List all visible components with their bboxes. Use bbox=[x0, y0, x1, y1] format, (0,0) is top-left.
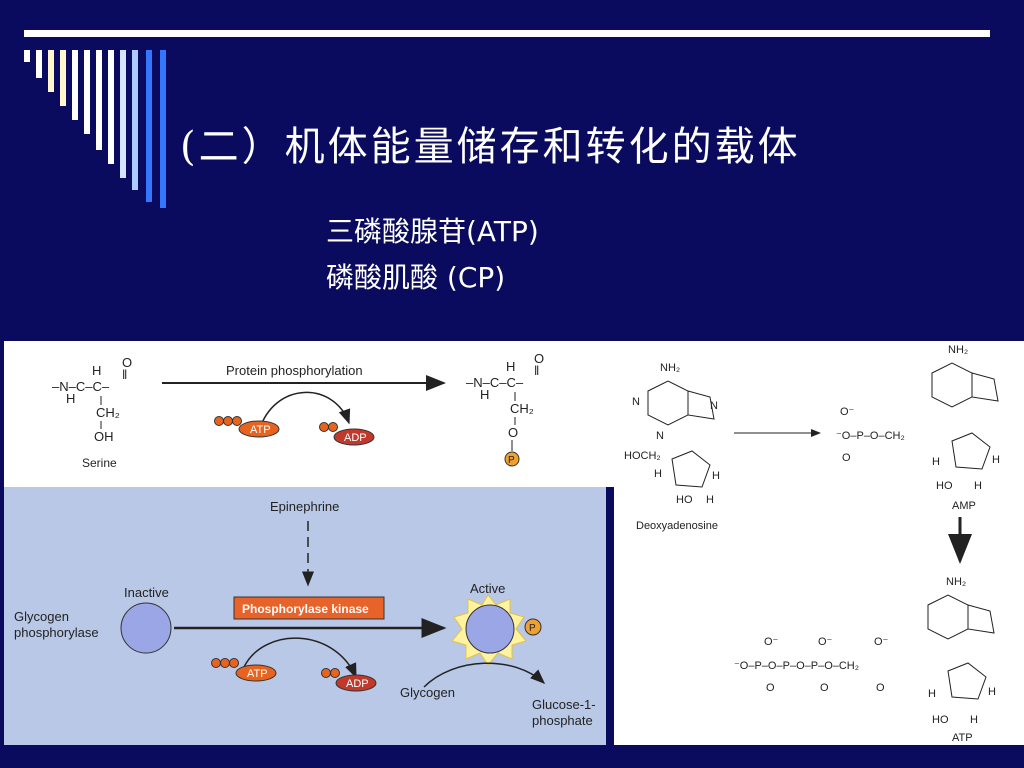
svg-text:ADP: ADP bbox=[346, 678, 369, 690]
amp-structure: NH₂ O⁻ ⁻O–P–O–CH₂ O H H HO H bbox=[836, 344, 1000, 492]
svg-text:‖: ‖ bbox=[534, 363, 539, 378]
svg-text:O: O bbox=[876, 682, 885, 694]
phosphorylase-kinase-box bbox=[233, 596, 385, 620]
glycogen-phosphorylase-panel: Epinephrine Phosphorylase kinase Inactiv… bbox=[4, 487, 606, 745]
svg-text:OH: OH bbox=[94, 429, 114, 444]
svg-text:⁻O–P–O–CH₂: ⁻O–P–O–CH₂ bbox=[836, 430, 905, 442]
epinephrine-label: Epinephrine bbox=[270, 499, 339, 514]
svg-text:P: P bbox=[529, 623, 536, 634]
svg-text:O⁻: O⁻ bbox=[764, 636, 779, 648]
serine-label: Serine bbox=[82, 456, 117, 470]
svg-text:H: H bbox=[712, 470, 720, 482]
svg-text:ATP: ATP bbox=[250, 424, 271, 436]
svg-text:N: N bbox=[632, 396, 640, 408]
glycogen-phosphorylase-diagram: Epinephrine Phosphorylase kinase Inactiv… bbox=[14, 499, 596, 728]
enzyme-label-line2: phosphorylase bbox=[14, 625, 99, 640]
svg-text:O⁻: O⁻ bbox=[840, 406, 855, 418]
svg-text:ADP: ADP bbox=[344, 432, 367, 444]
product-line2: phosphate bbox=[532, 713, 593, 728]
atp-curved-arrow bbox=[258, 391, 351, 432]
atp-molecule: ATP bbox=[214, 416, 280, 438]
svg-text:H: H bbox=[928, 688, 936, 700]
product-line1: Glucose-1- bbox=[532, 697, 596, 712]
svg-text:H: H bbox=[92, 363, 101, 378]
inactive-enzyme bbox=[120, 602, 172, 654]
atp-label: ATP bbox=[952, 732, 973, 744]
svg-text:NH₂: NH₂ bbox=[946, 576, 966, 588]
svg-text:⁻O–P–O–P–O–P–O–CH₂: ⁻O–P–O–P–O–P–O–CH₂ bbox=[734, 660, 859, 672]
svg-text:O⁻: O⁻ bbox=[874, 636, 889, 648]
svg-text:O: O bbox=[820, 682, 829, 694]
phosphorylase-kinase-label: Phosphorylase kinase bbox=[242, 602, 369, 616]
active-enzyme bbox=[465, 604, 515, 654]
svg-text:NH₂: NH₂ bbox=[948, 344, 968, 356]
svg-text:H: H bbox=[992, 454, 1000, 466]
svg-text:–N–C–C–: –N–C–C– bbox=[52, 379, 110, 394]
svg-text:HO: HO bbox=[676, 494, 693, 506]
adp-molecule-2: ADP bbox=[321, 668, 377, 692]
deoxyadenosine-label: Deoxyadenosine bbox=[636, 520, 718, 532]
adp-molecule: ADP bbox=[319, 422, 375, 446]
svg-text:HO: HO bbox=[932, 714, 949, 726]
svg-text:O⁻: O⁻ bbox=[818, 636, 833, 648]
top-rule bbox=[24, 30, 990, 37]
active-label: Active bbox=[470, 581, 505, 596]
svg-text:P: P bbox=[508, 455, 515, 466]
inactive-label: Inactive bbox=[124, 585, 169, 600]
slide-title: (二）机体能量储存和转化的载体 bbox=[180, 124, 801, 170]
svg-text:O: O bbox=[122, 355, 132, 370]
svg-text:‖: ‖ bbox=[122, 367, 127, 382]
svg-text:O: O bbox=[842, 452, 851, 464]
serine-structure: –N–C–C– H H O‖ CH₂ OH bbox=[52, 355, 132, 444]
svg-text:H: H bbox=[988, 686, 996, 698]
atp-structure: NH₂ O⁻ O⁻ O⁻ ⁻O–P–O–P–O–P–O–CH₂ O O O H H HO H bbox=[734, 576, 996, 726]
svg-text:O: O bbox=[766, 682, 775, 694]
enzyme-label-line1: Glycogen bbox=[14, 609, 69, 624]
svg-text:H: H bbox=[706, 494, 714, 506]
svg-text:H: H bbox=[506, 359, 515, 374]
svg-text:NH₂: NH₂ bbox=[660, 362, 680, 374]
svg-text:H: H bbox=[970, 714, 978, 726]
atp-molecule-2: ATP bbox=[211, 658, 277, 682]
phosphate-group: P bbox=[504, 451, 520, 467]
svg-text:N: N bbox=[656, 430, 664, 442]
svg-text:CH₂: CH₂ bbox=[510, 401, 534, 416]
svg-text:ATP: ATP bbox=[247, 668, 268, 680]
svg-text:–N–C–C–: –N–C–C– bbox=[466, 375, 524, 390]
active-phosphate: P bbox=[524, 618, 542, 636]
svg-text:H: H bbox=[932, 456, 940, 468]
svg-text:HOCH₂: HOCH₂ bbox=[624, 450, 661, 462]
svg-text:HO: HO bbox=[936, 480, 953, 492]
svg-text:O: O bbox=[508, 425, 518, 440]
glycogen-label: Glycogen bbox=[400, 685, 455, 700]
atp-curved-arrow-2 bbox=[243, 637, 357, 679]
svg-text:N: N bbox=[710, 400, 718, 412]
glycogen-arrow bbox=[423, 662, 546, 688]
svg-text:H: H bbox=[654, 468, 662, 480]
subtitle-cp: 磷酸肌酸 (CP) bbox=[326, 261, 506, 294]
subtitle-atp: 三磷酸腺苷(ATP) bbox=[326, 215, 539, 248]
decorative-bars bbox=[24, 50, 166, 208]
svg-text:CH₂: CH₂ bbox=[96, 405, 120, 420]
svg-text:H: H bbox=[66, 391, 75, 406]
phosphorylation-caption: Protein phosphorylation bbox=[226, 363, 363, 378]
amp-label: AMP bbox=[952, 500, 976, 512]
svg-text:H: H bbox=[480, 387, 489, 402]
svg-text:O: O bbox=[534, 351, 544, 366]
svg-text:H: H bbox=[974, 480, 982, 492]
